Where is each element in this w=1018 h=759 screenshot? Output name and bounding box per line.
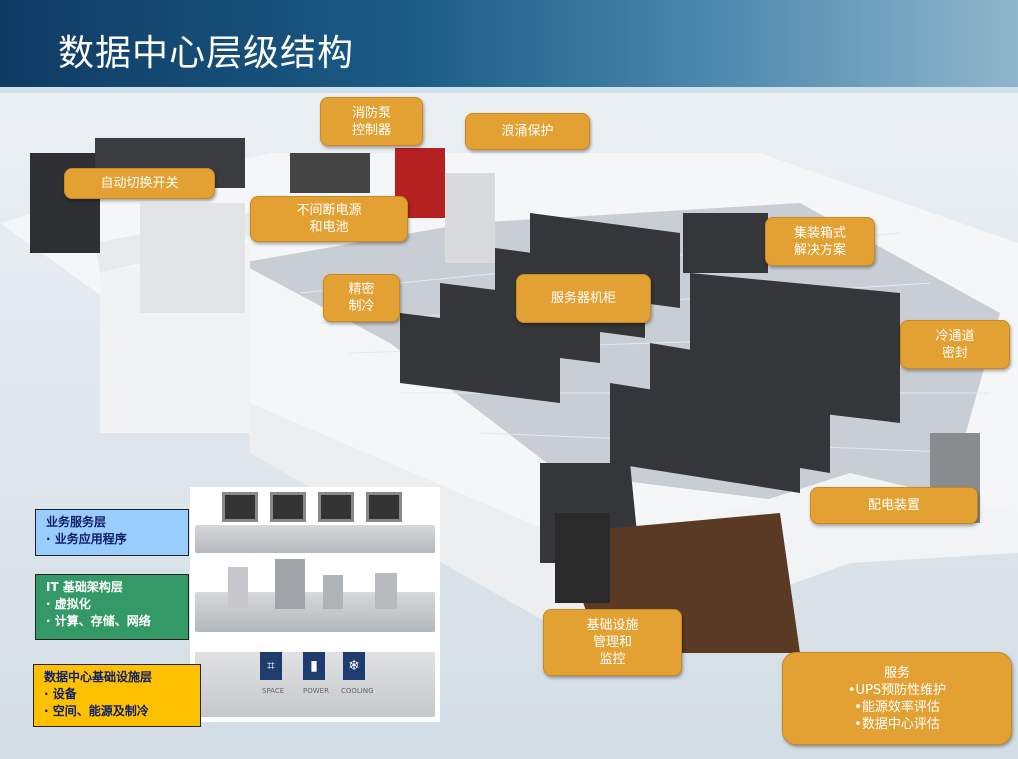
header-banner: 数据中心层级结构 — [0, 0, 1018, 93]
callout-container-solution: 集装箱式解决方案 — [765, 217, 875, 266]
layer-item: · 设备 — [44, 687, 77, 701]
callout-precision-cooling: 精密制冷 — [323, 274, 400, 322]
callout-services: 服务•UPS预防性维护•能源效率评估•数据中心评估 — [782, 652, 1012, 745]
callout-surge-protection: 浪涌保护 — [465, 113, 590, 150]
layer-title: 业务服务层 — [46, 515, 107, 529]
layer-item: · 虚拟化 — [46, 597, 91, 611]
layer-facility-infrastructure: 数据中心基础设施层 · 设备 · 空间、能源及制冷 — [33, 664, 201, 727]
callout-text: 管理和 — [592, 635, 632, 650]
callout-text: 消防泵 — [351, 105, 391, 121]
callout-auto-transfer-switch: 自动切换开关 — [64, 168, 215, 199]
monitor-icon — [366, 492, 402, 522]
layer-business-services: 业务服务层 · 业务应用程序 — [35, 509, 189, 556]
business-shelf — [195, 525, 435, 553]
page-title: 数据中心层级结构 — [58, 33, 355, 74]
callout-server-racks: 服务器机柜 — [516, 274, 651, 323]
callout-text: 配电装置 — [867, 498, 920, 513]
power-label: POWER — [303, 687, 329, 695]
callout-text: 制冷 — [348, 299, 375, 314]
space-icon: ⌗ — [260, 652, 282, 680]
callout-text: 冷通道 — [935, 328, 975, 344]
callout-text: 精密 — [348, 282, 375, 297]
callout-text: 集装箱式 — [793, 225, 846, 241]
server-icon — [323, 575, 343, 609]
server-icon — [375, 573, 397, 609]
callout-ups-battery: 不间断电源和电池 — [250, 196, 408, 242]
callout-text: •数据中心评估 — [854, 716, 940, 732]
data-center-illustration — [0, 138, 1018, 653]
space-label: SPACE — [262, 687, 285, 695]
monitor-icon — [222, 492, 258, 522]
callout-text: 自动切换开关 — [100, 176, 179, 191]
cooling-icon: ❄ — [343, 652, 365, 680]
callout-power-distribution: 配电装置 — [810, 487, 978, 524]
cooling-label: COOLING — [341, 687, 374, 695]
callout-text: 控制器 — [351, 122, 391, 138]
callout-fire-pump-controller: 消防泵控制器 — [320, 97, 423, 146]
callout-text: 监控 — [599, 652, 626, 667]
monitor-icon — [318, 492, 354, 522]
callout-text: 服务器机柜 — [550, 291, 616, 306]
callout-text: 密封 — [941, 345, 968, 361]
callout-cold-aisle: 冷通道密封 — [900, 320, 1010, 369]
power-icon: ▮ — [303, 652, 325, 680]
layer-item: · 空间、能源及制冷 — [44, 704, 149, 718]
server-icon — [275, 559, 305, 609]
monitor-icon — [270, 492, 306, 522]
server-icon — [228, 567, 248, 607]
callout-text: 和电池 — [309, 220, 349, 235]
callout-text: 服务 — [883, 665, 910, 681]
layer-title: 数据中心基础设施层 — [44, 670, 153, 684]
layer-diagram: ⌗ ▮ ❄ SPACE POWER COOLING — [190, 487, 440, 722]
callout-dcim: 基础设施管理和监控 — [543, 609, 682, 676]
callout-text: •能源效率评估 — [854, 699, 940, 715]
layer-it-infrastructure: IT 基础架构层 · 虚拟化 · 计算、存储、网络 — [35, 574, 189, 640]
callout-text: 解决方案 — [793, 242, 846, 258]
callout-text: 浪涌保护 — [501, 124, 554, 139]
callout-text: •UPS预防性维护 — [847, 682, 947, 698]
layer-item: · 计算、存储、网络 — [46, 614, 151, 628]
monitor-icons — [222, 492, 402, 528]
callout-text: 不间断电源 — [296, 203, 362, 218]
layer-title: IT 基础架构层 — [46, 580, 123, 594]
layer-item: · 业务应用程序 — [46, 532, 127, 546]
callout-text: 基础设施 — [586, 618, 639, 633]
